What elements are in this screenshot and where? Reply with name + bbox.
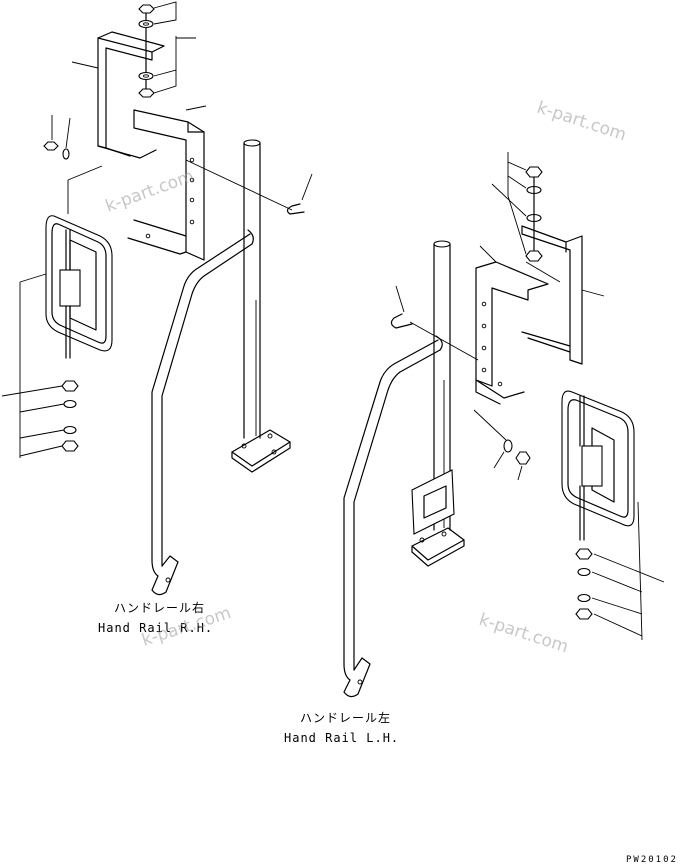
lh-leaders (479, 152, 665, 641)
rh-mirror (45, 215, 113, 359)
lh-mirror (561, 390, 635, 541)
watermarks: k-part.com k-part.com k-part.com k-part.… (103, 98, 629, 658)
lh-label-en: Hand Rail L.H. (284, 731, 399, 745)
lh-u-bolt (390, 285, 479, 361)
lh-mount-bracket (475, 261, 549, 405)
lh-hand-rail (343, 335, 443, 698)
rh-side-nut (43, 115, 71, 160)
lh-label-jp: ハンドレール左 (300, 710, 391, 725)
watermark-4: k-part.com (476, 610, 570, 658)
rh-pole (231, 139, 291, 473)
lh-lower-hardware (575, 548, 593, 620)
rh-mount-bracket (127, 109, 205, 261)
watermark-1: k-part.com (103, 166, 197, 216)
rh-label-jp: ハンドレール右 (114, 600, 205, 615)
rh-hand-rail (151, 229, 254, 596)
watermark-2: k-part.com (534, 98, 628, 146)
rh-leaders (1, 1, 207, 458)
lh-side-nut (473, 409, 531, 481)
rh-lower-hardware (61, 380, 79, 452)
rh-u-bolt (185, 159, 313, 215)
lh-top-nut-stack (525, 166, 543, 262)
lh-assembly: ハンドレール左 Hand Rail L.H. (284, 152, 665, 745)
drawing-code: PW20102 (626, 855, 678, 865)
lh-u-bracket (521, 225, 583, 365)
rh-assembly: ハンドレール右 Hand Rail R.H. (1, 1, 313, 635)
rh-label-en: Hand Rail R.H. (98, 621, 213, 635)
rh-u-bracket (97, 31, 165, 159)
lh-pole (411, 240, 465, 567)
